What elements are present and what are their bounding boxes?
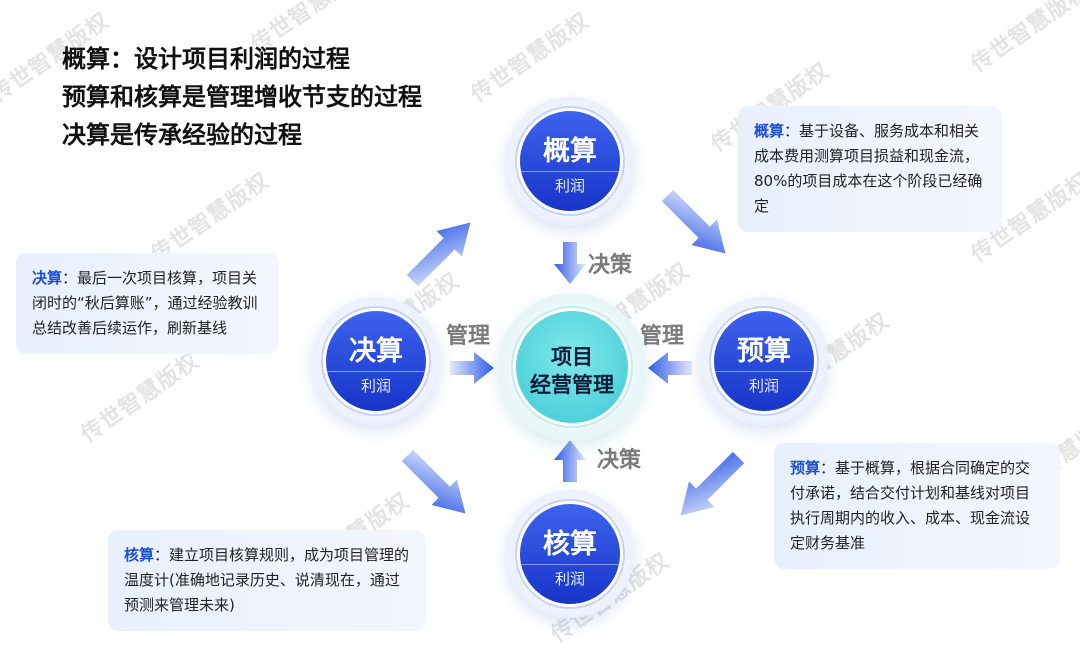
node-gaisuan-sub: 利润	[554, 177, 585, 195]
node-juesuan-sub: 利润	[360, 377, 391, 395]
node-divider	[714, 371, 814, 372]
node-yusuan-title: 预算	[737, 336, 791, 367]
card-juesuan-term: 决算	[32, 269, 63, 287]
node-hesuan-inner: 核算 利润	[520, 504, 620, 604]
arrow-yusuan-to-hesuan	[680, 451, 745, 516]
arrow-hesuan-to-center	[554, 440, 586, 482]
card-gaisuan-text: ：基于设备、服务成本和相关成本费用测算项目损益和现金流，80%的项目成本在这个阶…	[754, 122, 983, 215]
node-divider	[326, 371, 426, 372]
node-gaisuan: 概算 利润	[506, 97, 634, 225]
arrow-juesuan-to-gaisuan	[406, 222, 471, 287]
center-node-line-2: 经营管理	[530, 373, 614, 397]
node-divider	[520, 564, 620, 565]
label-guanli-left: 管理	[446, 324, 491, 349]
card-juesuan-text: ：最后一次项目核算，项目关闭时的“秋后算账”，通过经验教训总结改善后续运作，刷新…	[32, 269, 258, 337]
label-juece-bottom: 决策	[597, 448, 642, 473]
node-juesuan-inner: 决算 利润	[326, 311, 426, 411]
card-hesuan-text: ：建立项目核算规则，成为项目管理的温度计(准确地记录历史、说清现在，通过预测来管…	[124, 546, 410, 614]
label-guanli-right: 管理	[640, 324, 685, 349]
label-juece-top: 决策	[588, 253, 633, 278]
arrow-gaisuan-to-yusuan	[661, 189, 726, 254]
node-divider	[520, 171, 620, 172]
center-node-project-management: 项目 经营管理	[498, 293, 646, 441]
node-yusuan-inner: 预算 利润	[714, 311, 814, 411]
card-juesuan: 决算：最后一次项目核算，项目关闭时的“秋后算账”，通过经验教训总结改善后续运作，…	[16, 253, 279, 354]
headline: 概算：设计项目利润的过程 预算和核算是管理增收节支的过程 决算是传承经验的过程	[62, 40, 422, 154]
card-gaisuan-term: 概算	[754, 122, 785, 140]
node-gaisuan-title: 概算	[543, 136, 597, 167]
card-yusuan-text: ：基于概算，根据合同确定的交付承诺，结合交付计划和基线对项目执行周期内的收入、成…	[790, 459, 1031, 552]
node-hesuan-sub: 利润	[554, 570, 585, 588]
node-hesuan: 核算 利润	[506, 490, 634, 618]
card-yusuan-term: 预算	[790, 459, 821, 477]
arrow-yusuan-to-center	[648, 352, 692, 384]
card-hesuan-term: 核算	[124, 546, 155, 564]
headline-line-3: 决算是传承经验的过程	[62, 121, 302, 149]
node-yusuan-sub: 利润	[748, 377, 779, 395]
arrow-gaisuan-to-center	[554, 242, 586, 284]
arrow-juesuan-to-center	[450, 352, 494, 384]
headline-line-1: 概算：设计项目利润的过程	[62, 45, 350, 73]
node-yusuan: 预算 利润	[700, 297, 828, 425]
center-node-line-1: 项目	[551, 345, 593, 369]
node-juesuan-title: 决算	[349, 336, 403, 367]
node-juesuan: 决算 利润	[312, 297, 440, 425]
card-yusuan: 预算：基于概算，根据合同确定的交付承诺，结合交付计划和基线对项目执行周期内的收入…	[774, 443, 1060, 569]
node-gaisuan-inner: 概算 利润	[520, 111, 620, 211]
center-node-inner: 项目 经营管理	[516, 311, 628, 423]
node-hesuan-title: 核算	[543, 529, 597, 560]
card-hesuan: 核算：建立项目核算规则，成为项目管理的温度计(准确地记录历史、说清现在，通过预测…	[108, 530, 426, 631]
card-gaisuan: 概算：基于设备、服务成本和相关成本费用测算项目损益和现金流，80%的项目成本在这…	[738, 106, 1002, 232]
headline-line-2: 预算和核算是管理增收节支的过程	[62, 83, 422, 111]
arrow-juesuan-to-hesuan	[401, 449, 466, 514]
